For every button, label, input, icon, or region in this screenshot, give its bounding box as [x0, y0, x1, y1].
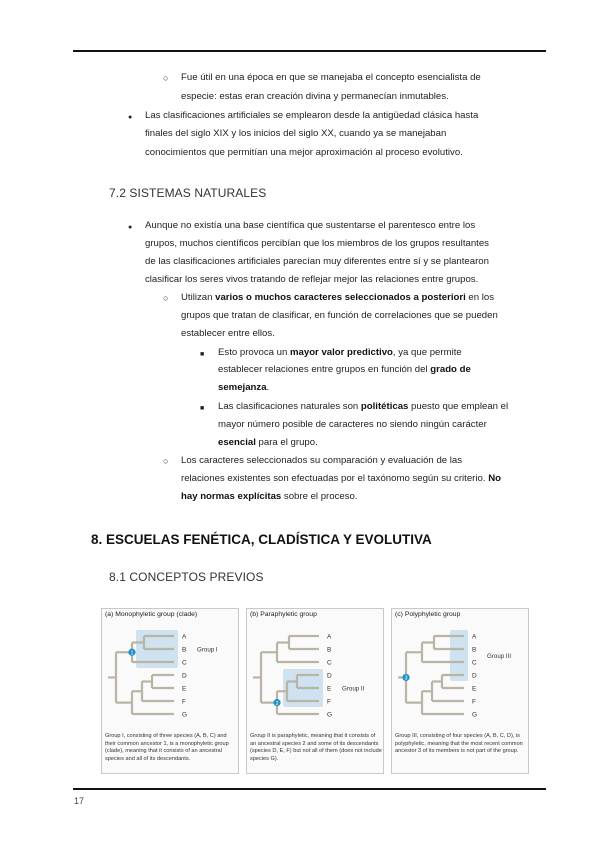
- bold-phrase: grado de: [430, 364, 471, 375]
- panel-title: (c) Polyphyletic group: [395, 611, 461, 618]
- panel-caption: Group II is paraphyletic, meaning that i…: [250, 733, 382, 762]
- ancestor-marker-label: 2: [275, 701, 278, 707]
- taxon-label: C: [327, 660, 332, 667]
- text-line: clasificar los seres vivos tratando de r…: [145, 274, 479, 285]
- ancestor-marker-icon: [273, 699, 281, 707]
- text-line: esencial para el grupo.: [218, 437, 318, 448]
- bold-phrase: varios o muchos caracteres seleccionados…: [215, 292, 466, 303]
- group-highlight: [450, 630, 468, 681]
- text-line: conocimientos que permitían una mejor ap…: [145, 147, 463, 158]
- text-line: especie: estas eran creación divina y pe…: [181, 91, 449, 102]
- text-line: finales del siglo XIX y los inicios del …: [145, 128, 447, 139]
- taxon-label: G: [182, 712, 187, 719]
- taxon-label: A: [182, 634, 187, 641]
- ancestor-marker-icon: [402, 673, 410, 682]
- text-line: grupos, muchos científicos percibían que…: [145, 238, 489, 249]
- page-number: 17: [74, 796, 85, 806]
- text-line: Aunque no existía una base científica qu…: [145, 220, 476, 231]
- taxon-label: F: [182, 699, 186, 706]
- section-heading: 8. ESCUELAS FENÉTICA, CLADÍSTICA Y EVOLU…: [91, 532, 432, 547]
- taxon-label: A: [472, 634, 477, 641]
- circle-bullet-icon: [163, 454, 168, 468]
- ancestor-marker-label: 1: [130, 650, 133, 656]
- taxon-label: B: [182, 647, 186, 654]
- square-bullet-icon: [200, 400, 204, 416]
- taxon-label: B: [472, 647, 476, 654]
- text-line: Utilizan varios o muchos caracteres sele…: [181, 292, 495, 303]
- square-bullet-icon: [200, 346, 204, 362]
- taxon-label: A: [327, 634, 332, 641]
- taxon-label: B: [327, 647, 331, 654]
- taxon-label: E: [182, 686, 187, 693]
- text-line: mayor número posible de caracteres no si…: [218, 419, 487, 430]
- text-line: de las clasificaciones artificiales pare…: [145, 256, 489, 267]
- taxon-label: D: [472, 673, 477, 680]
- text-line: hay normas explícitas sobre el proceso.: [181, 491, 358, 502]
- bold-phrase: politéticas: [360, 401, 409, 412]
- circle-bullet-icon: [163, 71, 168, 85]
- text-line: Fue útil en una época en que se manejaba…: [181, 72, 481, 83]
- disc-bullet-icon: [128, 109, 132, 125]
- ancestor-marker-icon: [128, 648, 136, 656]
- group-label: Group II: [342, 686, 365, 693]
- text-line: establecer relaciones entre grupos en fu…: [218, 364, 471, 375]
- bold-phrase: semejanza: [218, 382, 267, 393]
- text-line: Las clasificaciones artificiales se empl…: [145, 110, 479, 121]
- bold-phrase: mayor valor predictivo: [290, 347, 393, 358]
- group-label: Group I: [197, 647, 218, 654]
- text-line: establecer entre ellos.: [181, 328, 275, 339]
- text-line: relaciones existentes son efectuadas por…: [181, 473, 501, 484]
- text-line: Los caracteres seleccionados su comparac…: [181, 455, 463, 466]
- taxon-label: C: [472, 660, 477, 667]
- taxon-label: C: [182, 660, 187, 667]
- footer-rule: [73, 788, 546, 790]
- bold-phrase: hay normas explícitas: [181, 491, 282, 502]
- taxon-label: E: [327, 686, 332, 693]
- text-line: Esto provoca un mayor valor predictivo, …: [218, 347, 462, 358]
- text-line: Las clasificaciones naturales son polité…: [218, 401, 509, 412]
- group-label: Group III: [487, 653, 511, 660]
- disc-bullet-icon: [128, 219, 132, 235]
- panel-caption: Group III, consisting of four species (A…: [395, 733, 523, 755]
- subsection-heading: 7.2 SISTEMAS NATURALES: [109, 186, 267, 200]
- panel-title: (b) Paraphyletic group: [250, 611, 317, 618]
- taxon-label: D: [182, 673, 187, 680]
- taxon-label: G: [472, 712, 477, 719]
- taxon-label: D: [327, 673, 332, 680]
- subsection-heading: 8.1 CONCEPTOS PREVIOS: [109, 570, 264, 584]
- taxon-label: F: [472, 699, 476, 706]
- header-rule: [73, 50, 546, 52]
- ancestor-marker-label: 3: [404, 676, 407, 682]
- panel-caption: Group I, consisting of three species (A,…: [105, 733, 229, 762]
- taxon-label: E: [472, 686, 477, 693]
- taxon-label: F: [327, 699, 331, 706]
- bold-phrase: No: [488, 473, 501, 484]
- panel-title: (a) Monophyletic group (clade): [105, 611, 198, 618]
- taxon-label: G: [327, 712, 332, 719]
- text-line: grupos que tratan de clasificar, en func…: [181, 310, 498, 321]
- text-line: semejanza.: [218, 382, 270, 393]
- circle-bullet-icon: [163, 291, 168, 305]
- bold-phrase: esencial: [218, 437, 256, 448]
